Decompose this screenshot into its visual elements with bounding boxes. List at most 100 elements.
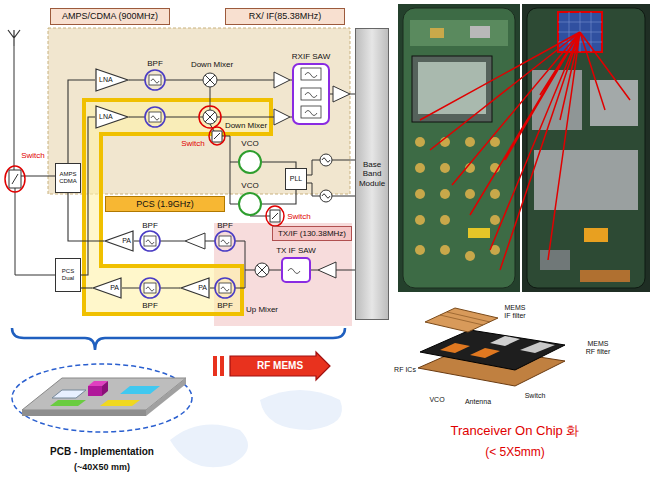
band-pass-filter bbox=[145, 107, 165, 127]
filter-label: RXIF SAW bbox=[292, 52, 330, 61]
saw-filter bbox=[305, 73, 317, 116]
shape-outline bbox=[239, 193, 261, 215]
band-pass-filter bbox=[215, 231, 235, 251]
pcb-illustration bbox=[102, 381, 108, 396]
highlight-circle bbox=[266, 206, 284, 226]
dimension-label: (< 5X5mm) bbox=[485, 446, 545, 460]
phone-board-photo bbox=[415, 163, 425, 173]
shape-outline bbox=[181, 278, 209, 298]
bracket bbox=[12, 328, 345, 350]
band-pass-filter bbox=[219, 283, 231, 293]
pcs-band bbox=[84, 100, 271, 314]
shape-outline bbox=[238, 150, 262, 174]
band-label-box: RX/ IF(85.38MHz) bbox=[225, 8, 345, 25]
chip-stack-illustration bbox=[490, 336, 520, 346]
band-pass-filter bbox=[140, 70, 235, 298]
phone-board-photo bbox=[470, 26, 490, 38]
transition-bars bbox=[213, 356, 224, 376]
switch-symbol bbox=[9, 131, 280, 222]
node-label: AMPS CDMA bbox=[58, 171, 78, 185]
switch-symbol bbox=[12, 174, 18, 184]
node-label: AMPS/CDMA (900MHz) bbox=[62, 11, 158, 21]
band-pass-filter bbox=[219, 236, 231, 246]
saw-filter bbox=[301, 106, 321, 118]
signal-connector bbox=[68, 193, 104, 241]
part-label: MEMS IF filter bbox=[502, 304, 528, 320]
baseband-module: Base Band Module bbox=[355, 28, 389, 320]
amplifier-symbol bbox=[318, 262, 336, 278]
highlight-circle bbox=[5, 106, 284, 226]
band-pass-filter bbox=[140, 278, 160, 298]
band-pass-filter bbox=[145, 70, 165, 90]
band-pass-filter bbox=[215, 278, 235, 298]
phone-board-photo bbox=[465, 137, 475, 147]
filter-label: BPF bbox=[217, 301, 233, 310]
phone-board-photo bbox=[415, 245, 425, 255]
chip-stack-illustration bbox=[470, 348, 500, 358]
filter-label: BPF bbox=[147, 59, 163, 68]
phone-board-photo bbox=[490, 189, 500, 199]
band-pass-filter bbox=[149, 75, 161, 85]
band-label-box: AMPS/CDMA (900MHz) bbox=[50, 8, 170, 25]
phone-board-photo bbox=[398, 4, 520, 292]
phone-board-photo bbox=[580, 270, 630, 282]
signal-connector bbox=[68, 80, 95, 163]
node-label: PA bbox=[110, 284, 119, 292]
wire bbox=[307, 160, 320, 196]
wire bbox=[235, 241, 245, 288]
phone-board-photo bbox=[540, 250, 570, 270]
band-pass-filter bbox=[215, 278, 235, 298]
mixer-symbol bbox=[255, 263, 269, 277]
power-amp-triangle: PA bbox=[92, 277, 122, 299]
band-label-box: TX/IF (130.38MHz) bbox=[272, 226, 352, 241]
node-label: LNA bbox=[99, 76, 113, 84]
band-pass-filter bbox=[151, 116, 159, 120]
pcb-illustration bbox=[120, 386, 160, 394]
phone-board-photo bbox=[415, 189, 425, 199]
phone-board-photo bbox=[440, 163, 450, 173]
wire bbox=[14, 46, 15, 170]
shape-outline bbox=[96, 106, 128, 128]
amplifier-triangle: LNA bbox=[95, 105, 129, 129]
filter-label: TX IF SAW bbox=[276, 246, 316, 255]
vco-circle: VCO bbox=[238, 150, 262, 174]
world-map-watermark bbox=[260, 390, 342, 430]
phone-board-photo bbox=[465, 189, 475, 199]
mixer-symbol bbox=[203, 73, 269, 277]
band-pass-filter bbox=[140, 278, 160, 298]
band-pass-filter bbox=[140, 231, 160, 251]
amplifier-symbol bbox=[274, 109, 290, 125]
node-label: Base Band Module bbox=[358, 160, 386, 188]
shape-outline bbox=[238, 192, 262, 216]
mixer-label: Up Mixer bbox=[246, 305, 278, 314]
amplifier-triangle: LNA bbox=[95, 68, 129, 92]
mixer-symbol bbox=[205, 75, 215, 85]
pcb-illustration bbox=[50, 400, 86, 406]
part-label: VCO bbox=[429, 396, 444, 404]
pcb-illustration bbox=[146, 378, 186, 416]
saw-filter bbox=[282, 258, 310, 282]
shape-outline bbox=[230, 352, 330, 380]
caption-text: Tranceiver On Chip 화 bbox=[451, 424, 580, 439]
mixer-symbol bbox=[203, 73, 217, 87]
band-label-box: PCS (1.9GHz) bbox=[105, 196, 225, 212]
mixer-symbol bbox=[203, 110, 217, 124]
saw-filter bbox=[301, 88, 321, 100]
transition-arrow: RF MEMS bbox=[230, 352, 330, 380]
signal-connector bbox=[81, 117, 95, 275]
band-pass-filter bbox=[151, 79, 159, 83]
phone-board-photo bbox=[584, 228, 608, 242]
transition-bars bbox=[220, 356, 224, 376]
band-pass-filter bbox=[146, 287, 154, 291]
mixer-label: Down Mixer bbox=[225, 121, 267, 130]
phone-board-photo bbox=[412, 56, 492, 122]
mixer-symbol bbox=[255, 263, 269, 277]
band-pass-filter bbox=[215, 231, 235, 251]
shape-outline bbox=[105, 231, 133, 251]
node-label: VCO bbox=[241, 181, 258, 190]
wire bbox=[230, 162, 238, 204]
node-label: VCO bbox=[241, 139, 258, 148]
phone-board-photo bbox=[468, 228, 490, 238]
saw-filter bbox=[288, 269, 300, 274]
